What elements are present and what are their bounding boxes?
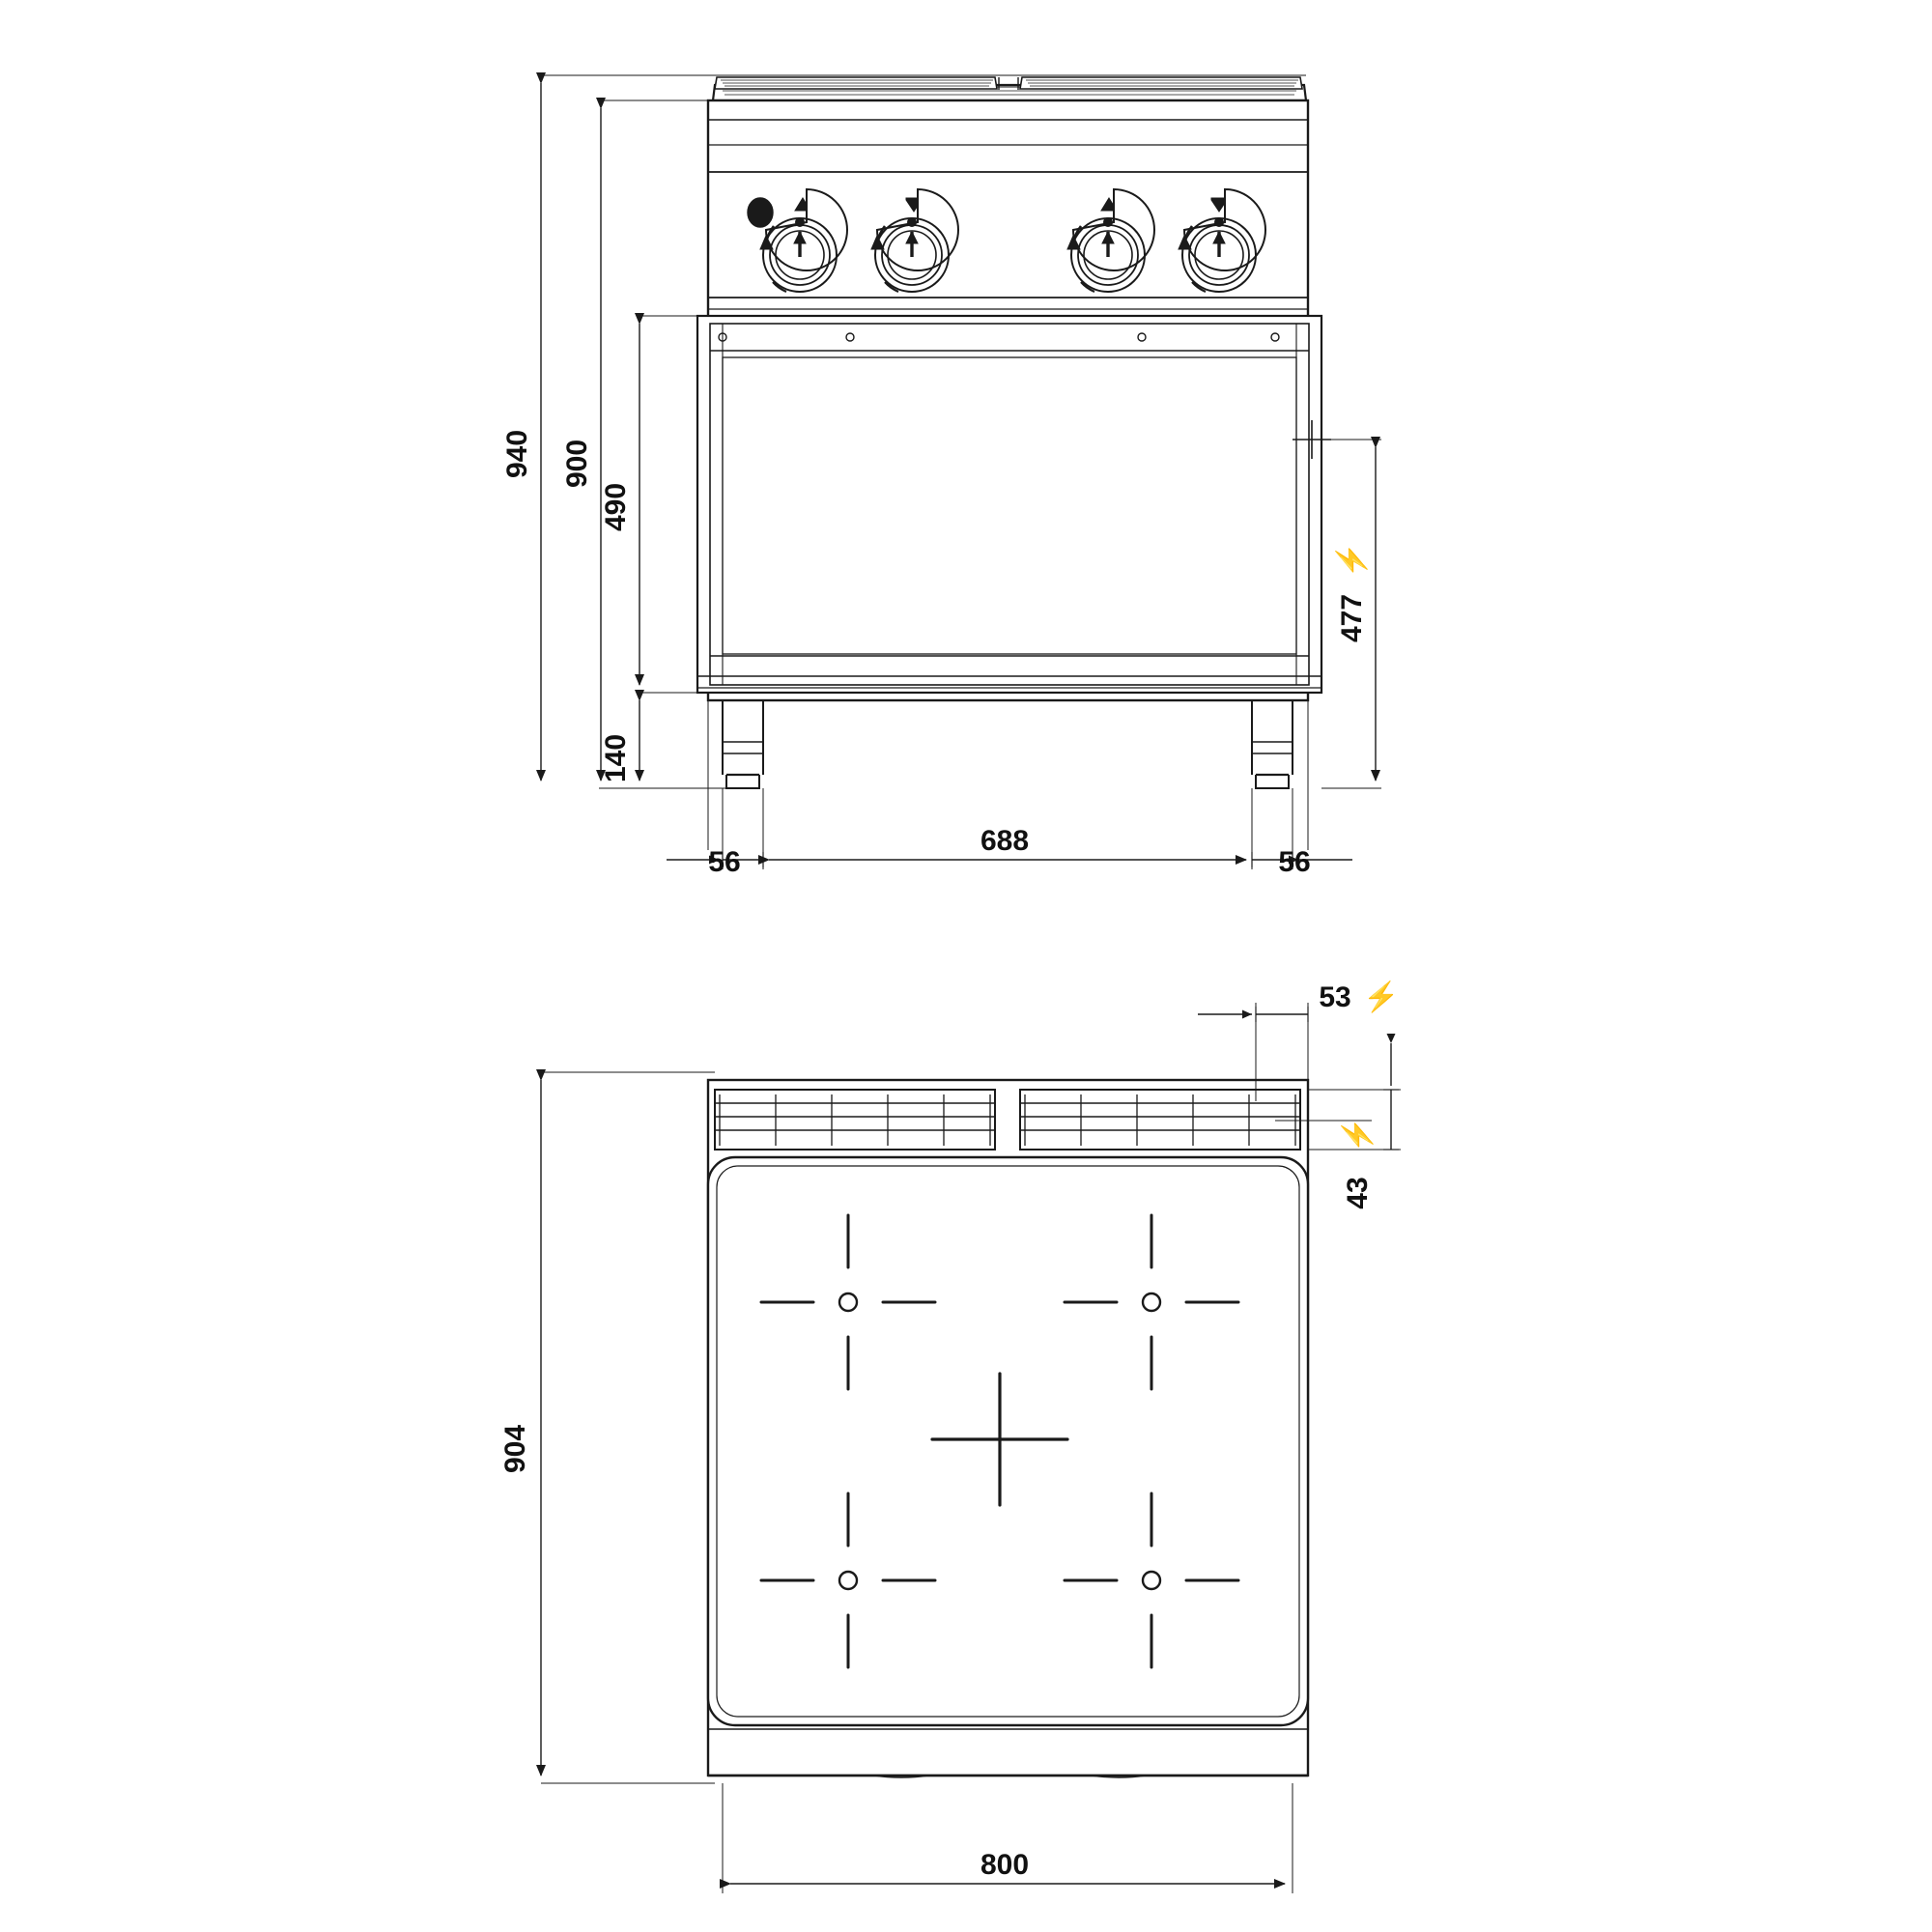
- dim-connection-height-label: 477: [1336, 594, 1368, 642]
- front-dimension-lines: [536, 72, 1380, 867]
- top-cooktop-surface: [706, 1155, 1310, 1727]
- cooking-zone-4: [1063, 1492, 1240, 1669]
- control-knob-3[interactable]: [1066, 187, 1155, 294]
- dim-right-offset-label: 56: [1278, 846, 1310, 878]
- dimension-labels: 940 900 490 140 477 ⚡ 56 688 56 904 800 …: [499, 430, 1400, 1881]
- dim-total-height-label: 940: [501, 430, 533, 478]
- front-legs: [722, 700, 1293, 789]
- dim-connection-back-offset-label: 53: [1319, 981, 1350, 1013]
- control-knob-2[interactable]: [870, 187, 959, 294]
- cooking-zone-3: [759, 1492, 937, 1669]
- dim-body-height-label: 900: [561, 440, 593, 488]
- dim-leg-span-label: 688: [980, 825, 1029, 857]
- front-oven-door[interactable]: [696, 314, 1331, 695]
- dim-left-offset-label: 56: [708, 846, 740, 878]
- control-knob-1[interactable]: [759, 187, 848, 294]
- top-dimension-lines: [536, 1007, 1399, 1889]
- dim-connection-side-offset-label: 43: [1342, 1177, 1374, 1208]
- cooking-zone-1: [759, 1213, 937, 1391]
- top-vent-grilles: [714, 1089, 1301, 1151]
- bolt-icon-477: ⚡: [1334, 542, 1369, 578]
- dim-leg-height-label: 140: [600, 734, 632, 782]
- front-cooktop-plate: [711, 76, 1308, 102]
- top-cooking-zones: [759, 1213, 1240, 1669]
- bolt-icon-43: ⚡: [1340, 1117, 1375, 1152]
- center-crosshair-icon: [930, 1372, 1069, 1507]
- dim-width-label: 800: [980, 1849, 1029, 1881]
- top-front-base: [708, 1728, 1308, 1778]
- bolt-icon-53: ⚡: [1363, 980, 1399, 1014]
- control-knob-4[interactable]: [1178, 187, 1266, 294]
- front-elevation-view: [536, 72, 1381, 869]
- front-control-panel: [747, 187, 1266, 294]
- cooking-zone-2: [1063, 1213, 1240, 1391]
- indicator-lamp-icon: [747, 197, 774, 228]
- dim-oven-height-label: 490: [600, 483, 632, 531]
- top-plan-view: [536, 1003, 1401, 1893]
- dim-depth-label: 904: [499, 1425, 531, 1473]
